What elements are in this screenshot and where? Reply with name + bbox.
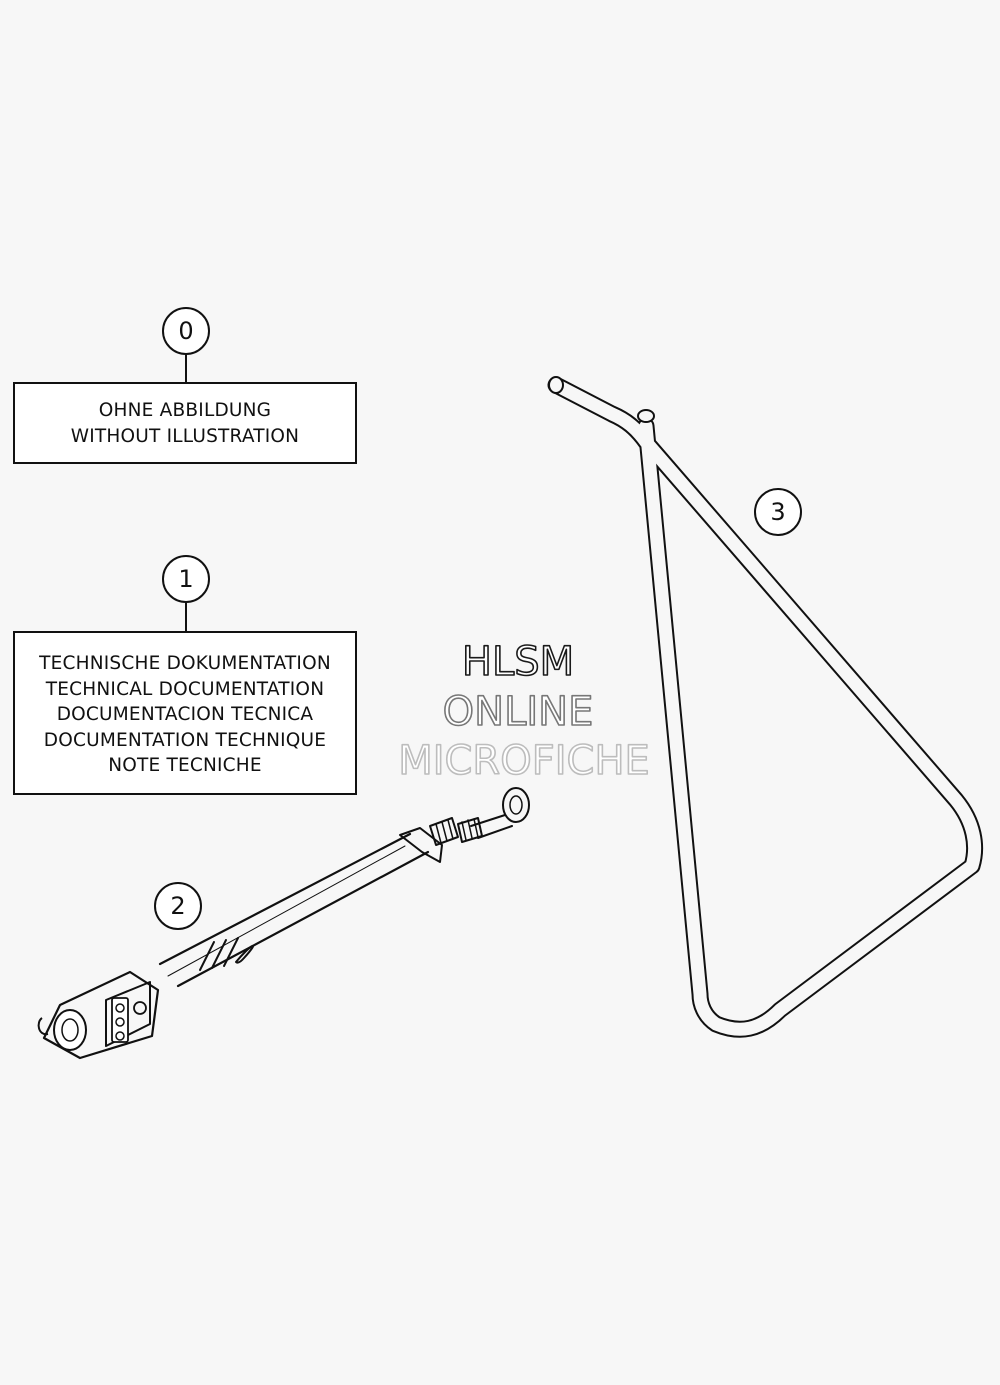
hose-connector [429, 817, 483, 846]
callout-number: 2 [170, 892, 185, 920]
callout-2[interactable]: 2 [154, 882, 202, 930]
label-box-without-illustration: OHNE ABBILDUNG WITHOUT ILLUSTRATION [13, 382, 357, 464]
callout-circle-icon [154, 882, 202, 930]
box-line-it: NOTE TECNICHE [108, 755, 262, 776]
fork-air-pump-icon[interactable] [37, 787, 530, 1060]
pump-gauge-head [37, 970, 160, 1060]
label-box-frame [13, 382, 357, 464]
box-line-en: TECHNICAL DOCUMENTATION [45, 679, 324, 700]
callout-circle-icon [162, 307, 210, 355]
box-line-fr: DOCUMENTATION TECHNIQUE [44, 730, 326, 751]
box-line-de: TECHNISCHE DOKUMENTATION [38, 653, 331, 674]
watermark: HLSM ONLINE MICROFICHE [397, 638, 650, 785]
callout-number: 3 [770, 498, 785, 526]
watermark-line-3: MICROFICHE [398, 738, 650, 784]
watermark-line-2: ONLINE [443, 689, 594, 735]
callout-3[interactable]: 3 [754, 488, 802, 536]
callout-0[interactable]: 0 [162, 307, 210, 383]
box-line-es: DOCUMENTACION TECNICA [57, 704, 314, 725]
callout-circle-icon [754, 488, 802, 536]
callout-circle-icon [162, 555, 210, 603]
callout-1[interactable]: 1 [162, 555, 210, 632]
box-line-en: WITHOUT ILLUSTRATION [71, 426, 299, 447]
callout-number: 1 [178, 565, 193, 593]
label-box-frame [13, 631, 357, 795]
callout-number: 0 [178, 317, 193, 345]
side-stand-icon[interactable] [547, 376, 984, 1038]
box-line-de: OHNE ABBILDUNG [99, 400, 271, 421]
watermark-line-1: HLSM [462, 639, 574, 685]
label-box-technical-documentation: TECHNISCHE DOKUMENTATION TECHNICAL DOCUM… [13, 631, 357, 795]
